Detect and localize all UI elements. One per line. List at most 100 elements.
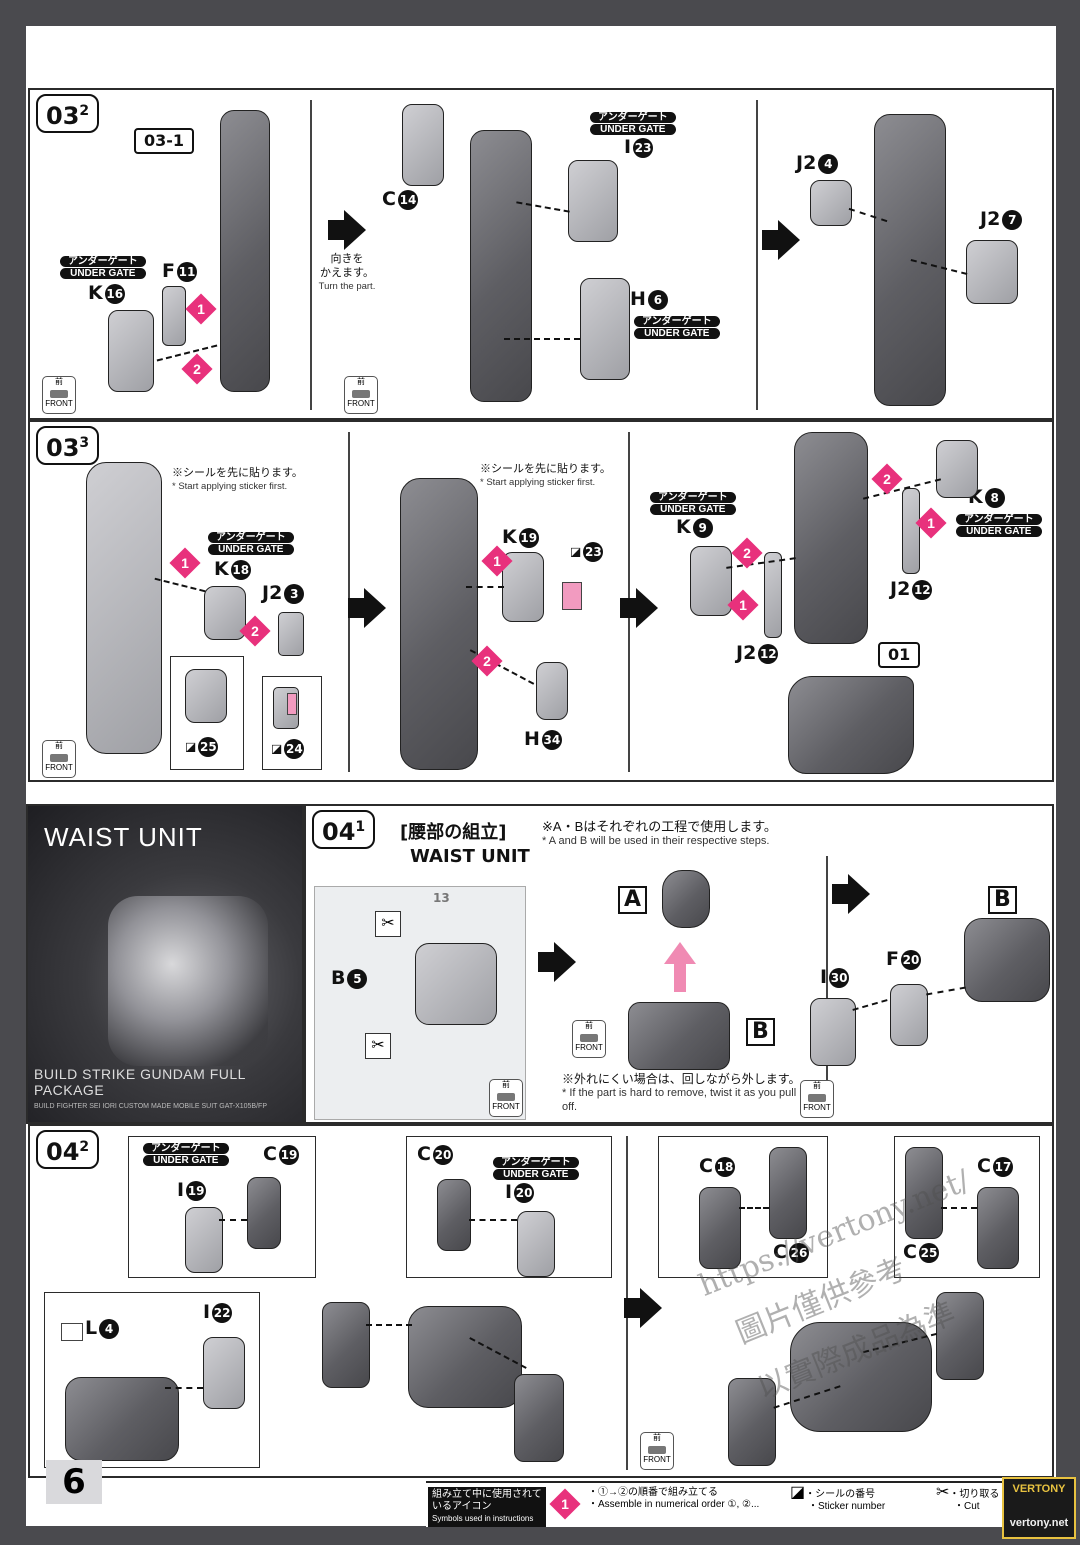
next-arrow: [778, 220, 800, 260]
sticker-first-note: ※シールを先に貼ります。* Start applying sticker fir…: [480, 462, 611, 490]
pull-arrow: [664, 942, 696, 964]
step-marker-2: 2: [239, 615, 270, 646]
waist-block: [65, 1377, 179, 1461]
part-label-B: B: [746, 1018, 775, 1046]
detail-box-mid: C20 アンダーゲートUNDER GATE I20: [406, 1136, 612, 1278]
part-detail: [185, 669, 227, 723]
waist-unit-hero: WAIST UNIT BUILD STRIKE GUNDAM FULL PACK…: [26, 804, 304, 1124]
part-K16: [108, 310, 154, 392]
divider: [756, 100, 758, 410]
detail-inset: ◪24: [262, 676, 322, 770]
part-L4: [61, 1323, 83, 1341]
step-tag-03-2: 032: [36, 94, 99, 133]
part-B-assembly: [964, 918, 1050, 1002]
hero-title: WAIST UNIT: [44, 822, 203, 853]
front-icon: 前FRONT: [800, 1080, 834, 1118]
assembly-line: [504, 338, 580, 340]
part-J2-12: [902, 488, 920, 574]
legend-cut: ✂・切り取る・Cut: [936, 1487, 999, 1513]
hero-figure: [108, 896, 268, 1066]
legend-sticker: ◪・シールの番号・Sticker number: [790, 1487, 885, 1513]
waist-title-en: WAIST UNIT: [410, 846, 530, 867]
assembly-line: [739, 1207, 769, 1209]
detail-inset: ◪25: [170, 656, 244, 770]
part-I23: [568, 160, 618, 242]
step-marker-1: 1: [915, 507, 946, 538]
part-label-J2-3: J23: [262, 582, 304, 604]
part-label-I30: I30: [820, 966, 849, 988]
hero-small-text: BUILD FIGHTER SEI IORI CUSTOM MADE MOBIL…: [34, 1103, 267, 1110]
part-label-K18: K18: [214, 558, 251, 580]
part-label-J2-12: J212: [890, 578, 932, 600]
sticker: [287, 693, 297, 715]
step-marker-2: 2: [471, 645, 502, 676]
step-marker-1: 1: [481, 545, 512, 576]
part-label-B5: B5: [331, 967, 367, 989]
next-arrow: [636, 588, 658, 628]
part-C17: [977, 1187, 1019, 1269]
part-C26: [769, 1147, 807, 1239]
assembly-line: [926, 987, 966, 996]
pull-arrow-shaft: [674, 964, 686, 992]
cut-icon: ✂: [375, 911, 401, 937]
detail-box-left: アンダーゲートUNDER GATE C19 I19: [128, 1136, 316, 1278]
side-armor-right: [514, 1374, 564, 1462]
twist-note: ※外れにくい場合は、回しながら外します。* If the part is har…: [562, 1072, 812, 1114]
side-armor-left: [322, 1302, 370, 1388]
part-K9: [690, 546, 732, 616]
part-J2-7: [966, 240, 1018, 304]
panel-03-3: 033 ※シールを先に貼ります。* Start applying sticker…: [28, 420, 1054, 782]
step-marker-icon: 1: [549, 1488, 580, 1519]
step-marker-2: 2: [731, 537, 762, 568]
assembly-line: [219, 1219, 247, 1221]
panel-04-2: 042 アンダーゲートUNDER GATE C19 I19 C20 アンダーゲー…: [28, 1124, 1054, 1478]
panel-04-1: 041 [腰部の組立] WAIST UNIT ※A・Bはそれぞれの工程で使用しま…: [304, 804, 1054, 1124]
leg-assembly: [220, 110, 270, 392]
part-A: [662, 870, 710, 928]
step-tag-04-1: 041: [312, 810, 375, 849]
under-gate-label: アンダーゲートUNDER GATE: [956, 514, 1042, 537]
part-label-J2-12: J212: [736, 642, 778, 664]
assembly-line: [366, 1324, 412, 1326]
sticker-number-25: ◪25: [185, 737, 218, 757]
next-arrow: [640, 1288, 662, 1328]
part-label-J2-4: J24: [796, 152, 838, 174]
step-marker-1: 1: [727, 589, 758, 620]
part-J2-12: [764, 552, 782, 638]
part-I20: [517, 1211, 555, 1277]
leg-assembly: [470, 130, 532, 402]
part-J2-4: [810, 180, 852, 226]
part-H6: [580, 278, 630, 380]
assembly-line: [466, 586, 504, 588]
hero-subtitle: BUILD STRIKE GUNDAM FULL PACKAGE: [34, 1066, 302, 1098]
next-arrow: [344, 210, 366, 250]
part-H34: [536, 662, 568, 720]
runner-frame: 13 B5 ✂ ✂ 前FRONT: [314, 886, 526, 1120]
next-arrow: [364, 588, 386, 628]
part-I22: [203, 1337, 245, 1409]
step-marker-1: 1: [185, 293, 216, 324]
assembly-line: [165, 1387, 203, 1389]
